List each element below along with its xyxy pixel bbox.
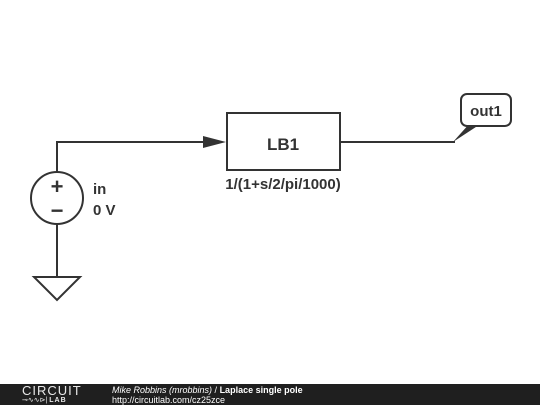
logo-lab-text: LAB <box>49 397 67 404</box>
credit-line: Mike Robbins (mrobbins) / Laplace single… <box>112 385 303 395</box>
schematic-drawing: LB1 1/(1+s/2/pi/1000) out1 + − in 0 V <box>30 93 512 302</box>
ground-icon <box>31 276 83 302</box>
circuit-url-link[interactable]: http://circuitlab.com/cz25zce <box>112 395 226 405</box>
block-name: LB1 <box>267 135 299 154</box>
transfer-function-label: 1/(1+s/2/pi/1000) <box>225 176 341 193</box>
input-arrow-icon <box>203 136 226 148</box>
laplace-block[interactable] <box>226 112 341 171</box>
net-label-out1: out1 <box>470 103 502 120</box>
source-name: in <box>93 181 106 198</box>
source-plus-icon: + <box>51 174 64 199</box>
circuit-title: Laplace single pole <box>219 385 303 395</box>
circuitlab-logo[interactable]: CIRCUIT ⊸∿∿⊳|LAB <box>22 384 94 405</box>
resistor-icon: ⊸∿∿⊳| <box>22 397 48 404</box>
logo-lab-line: ⊸∿∿⊳|LAB <box>22 396 67 405</box>
net-label-pointer <box>453 123 482 142</box>
source-value: 0 V <box>93 202 116 219</box>
net-label-box[interactable] <box>460 93 512 127</box>
logo-circuit-text: CIRCUIT <box>22 383 82 398</box>
source-minus-icon: − <box>51 198 64 223</box>
author-name: Mike Robbins (mrobbins) <box>112 385 213 395</box>
credit-separator: / <box>212 385 220 395</box>
footer-bar: CIRCUIT ⊸∿∿⊳|LAB Mike Robbins (mrobbins)… <box>0 384 540 405</box>
input-wire <box>56 141 212 172</box>
